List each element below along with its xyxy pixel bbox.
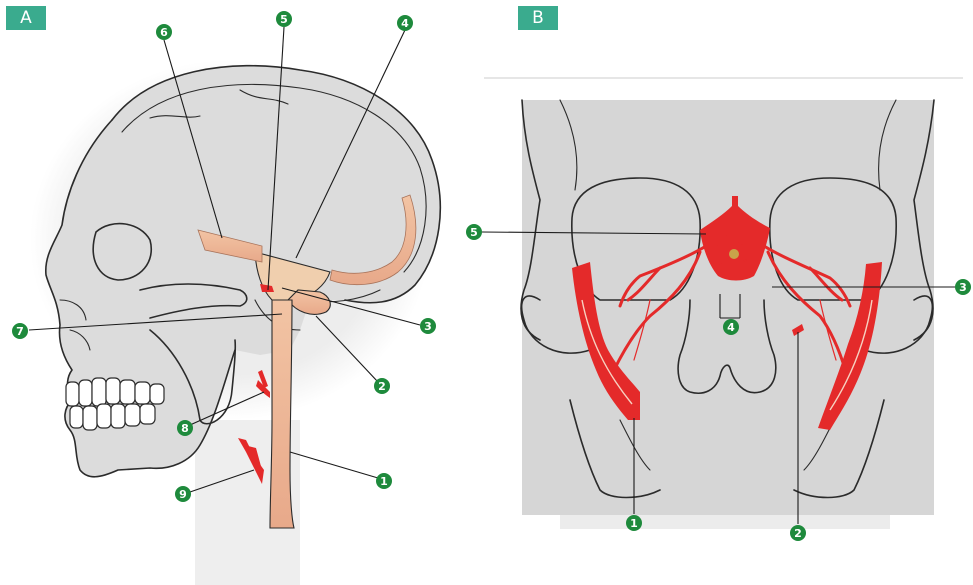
teeth (66, 378, 164, 430)
marker-a-7: 7 (12, 323, 28, 339)
marker-b-4: 4 (723, 319, 739, 335)
svg-text:1: 1 (380, 475, 388, 488)
marker-b-1: 1 (626, 515, 642, 531)
panel-b-lower-shade (560, 515, 890, 529)
svg-text:7: 7 (16, 325, 24, 338)
svg-text:3: 3 (959, 281, 967, 294)
svg-text:4: 4 (727, 321, 735, 334)
panel-b-illustration (484, 78, 963, 529)
internal-jugular-vein (270, 300, 294, 528)
svg-text:4: 4 (401, 17, 409, 30)
marker-a-9: 9 (175, 486, 191, 502)
svg-text:2: 2 (794, 527, 802, 540)
marker-b-5: 5 (466, 224, 482, 240)
svg-text:3: 3 (424, 320, 432, 333)
pituitary-dot (729, 249, 739, 259)
marker-a-1: 1 (376, 473, 392, 489)
svg-text:5: 5 (280, 13, 288, 26)
svg-text:9: 9 (179, 488, 187, 501)
panel-a-illustration (30, 60, 440, 585)
svg-text:1: 1 (630, 517, 638, 530)
marker-a-3: 3 (420, 318, 436, 334)
marker-b-2: 2 (790, 525, 806, 541)
svg-text:5: 5 (470, 226, 478, 239)
marker-a-6: 6 (156, 24, 172, 40)
svg-text:6: 6 (160, 26, 168, 39)
svg-text:8: 8 (181, 422, 189, 435)
marker-a-2: 2 (374, 378, 390, 394)
svg-text:2: 2 (378, 380, 386, 393)
marker-a-5: 5 (276, 11, 292, 27)
basilar-stem (732, 196, 738, 206)
marker-a-4: 4 (397, 15, 413, 31)
marker-a-8: 8 (177, 420, 193, 436)
marker-b-3: 3 (955, 279, 971, 295)
